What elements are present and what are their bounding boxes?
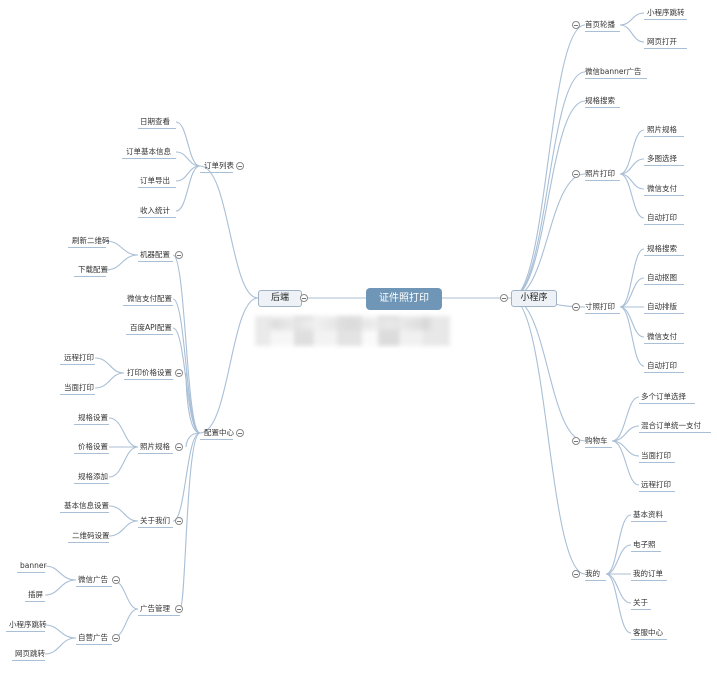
topic-leaf[interactable]: 网页打开	[647, 37, 677, 46]
topic-leaf[interactable]: 自动排版	[647, 302, 677, 311]
collapse-icon[interactable]	[236, 429, 244, 437]
collapse-icon[interactable]	[572, 570, 580, 578]
collapse-icon[interactable]	[175, 443, 183, 451]
topic-leaf[interactable]: 小程序跳转	[9, 620, 47, 629]
topic-leaf[interactable]: 规格搜索	[647, 244, 677, 253]
topic-config-center[interactable]: 配置中心	[204, 428, 234, 437]
collapse-icon[interactable]	[175, 605, 183, 613]
topic-baidu-api-config[interactable]: 百度API配置	[130, 323, 172, 332]
topic-photo-spec[interactable]: 照片规格	[140, 442, 170, 451]
collapse-icon[interactable]	[572, 21, 580, 29]
topic-photo-print[interactable]: 照片打印	[585, 169, 615, 178]
topic-leaf[interactable]: 我的订单	[633, 569, 663, 578]
topic-leaf[interactable]: 插屏	[28, 590, 43, 599]
topic-leaf[interactable]: 电子照	[633, 540, 656, 549]
topic-wechat-pay-config[interactable]: 微信支付配置	[127, 294, 172, 303]
topic-leaf[interactable]: 微信支付	[647, 184, 677, 193]
branch-backend[interactable]: 后端	[258, 290, 302, 307]
topic-own-ad[interactable]: 自营广告	[78, 633, 108, 642]
collapse-icon[interactable]	[572, 170, 580, 178]
topic-leaf[interactable]: 规格添加	[78, 472, 108, 481]
topic-leaf[interactable]: 下载配置	[78, 265, 108, 274]
topic-leaf[interactable]: 日期查看	[140, 117, 170, 126]
topic-leaf[interactable]: 混合订单统一支付	[641, 421, 701, 430]
topic-leaf[interactable]: 多个订单选择	[641, 392, 686, 401]
topic-leaf[interactable]: 照片规格	[647, 125, 677, 134]
topic-about-us[interactable]: 关于我们	[140, 516, 170, 525]
topic-home-carousel[interactable]: 首页轮播	[585, 20, 615, 29]
collapse-icon[interactable]	[175, 369, 183, 377]
topic-leaf[interactable]: 当面打印	[64, 383, 94, 392]
topic-leaf[interactable]: 价格设置	[78, 442, 108, 451]
topic-machine-config[interactable]: 机器配置	[140, 250, 170, 259]
collapse-icon[interactable]	[300, 294, 308, 302]
topic-leaf[interactable]: 客服中心	[633, 628, 663, 637]
collapse-icon[interactable]	[236, 162, 244, 170]
collapse-icon[interactable]	[572, 303, 580, 311]
branch-miniprogram[interactable]: 小程序	[511, 290, 557, 307]
topic-leaf[interactable]: 订单基本信息	[126, 147, 171, 156]
collapse-icon[interactable]	[112, 634, 120, 642]
topic-spec-search[interactable]: 规格搜索	[585, 96, 615, 105]
topic-size-print[interactable]: 寸照打印	[585, 302, 615, 311]
topic-ad-management[interactable]: 广告管理	[140, 604, 170, 613]
topic-print-price[interactable]: 打印价格设置	[127, 368, 172, 377]
topic-leaf[interactable]: 二维码设置	[72, 531, 110, 540]
topic-leaf[interactable]: 规格设置	[78, 413, 108, 422]
topic-leaf[interactable]: 刷新二维码	[72, 236, 110, 245]
topic-leaf[interactable]: 远程打印	[641, 480, 671, 489]
topic-leaf[interactable]: 自动抠图	[647, 273, 677, 282]
collapse-icon[interactable]	[175, 251, 183, 259]
topic-leaf[interactable]: 网页跳转	[15, 649, 45, 658]
topic-wechat-banner[interactable]: 微信banner广告	[585, 67, 642, 76]
blurred-watermark-overlay	[270, 318, 430, 330]
topic-leaf[interactable]: 小程序跳转	[647, 8, 685, 17]
topic-leaf[interactable]: 远程打印	[64, 353, 94, 362]
root-topic[interactable]: 证件照打印	[366, 288, 442, 310]
topic-leaf[interactable]: 基本信息设置	[64, 501, 109, 510]
topic-mine[interactable]: 我的	[585, 569, 600, 578]
topic-leaf[interactable]: banner	[20, 561, 47, 570]
topic-leaf[interactable]: 基本资料	[633, 510, 663, 519]
topic-leaf[interactable]: 多图选择	[647, 154, 677, 163]
topic-leaf[interactable]: 微信支付	[647, 332, 677, 341]
topic-leaf[interactable]: 收入统计	[140, 206, 170, 215]
topic-wechat-ad[interactable]: 微信广告	[78, 575, 108, 584]
topic-leaf[interactable]: 关于	[633, 598, 648, 607]
collapse-icon[interactable]	[572, 437, 580, 445]
collapse-icon[interactable]	[500, 294, 508, 302]
topic-order-list[interactable]: 订单列表	[204, 161, 234, 170]
topic-leaf[interactable]: 当面打印	[641, 451, 671, 460]
topic-leaf[interactable]: 自动打印	[647, 213, 677, 222]
collapse-icon[interactable]	[175, 517, 183, 525]
topic-cart[interactable]: 购物车	[585, 436, 608, 445]
collapse-icon[interactable]	[112, 576, 120, 584]
topic-leaf[interactable]: 订单导出	[140, 176, 170, 185]
topic-leaf[interactable]: 自动打印	[647, 361, 677, 370]
